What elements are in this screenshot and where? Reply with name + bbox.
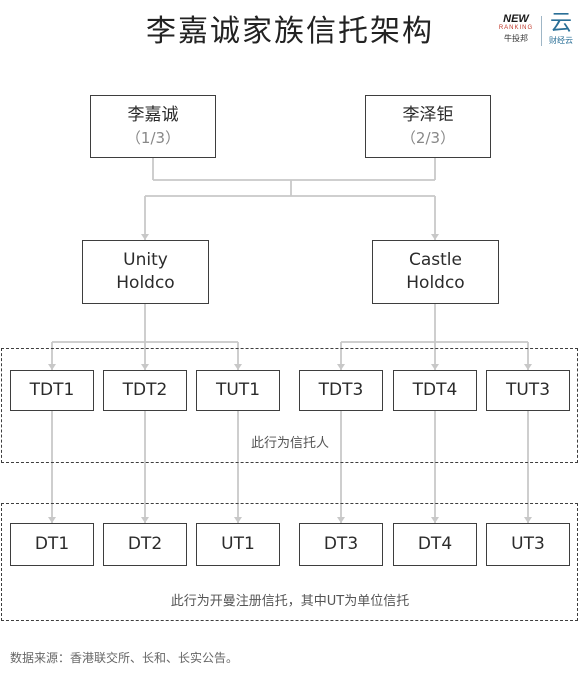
founder-name: 李嘉诚: [127, 104, 179, 125]
founder-box: 李嘉诚 （1/3）: [90, 95, 216, 158]
founder-connectors: [144, 158, 436, 240]
trustee-box: TDT1: [10, 370, 94, 411]
trustee-box: TUT3: [486, 370, 570, 411]
holdco-name-line1: Unity: [123, 250, 168, 270]
trust-connectors: [51, 411, 529, 523]
trust-box: DT3: [299, 523, 383, 566]
trust-box: DT1: [10, 523, 94, 566]
holdco-connectors: [51, 304, 529, 370]
arrowhead: [337, 517, 345, 523]
new-ranking-logo: NEW RANKING 牛投邦: [498, 13, 534, 44]
arrowhead: [234, 364, 242, 370]
arrowhead: [141, 364, 149, 370]
trust-box: DT4: [393, 523, 477, 566]
data-source-note: 数据来源：香港联交所、长和、长实公告。: [10, 651, 239, 665]
trust-caption: 此行为开曼注册信托，其中UT为单位信托: [170, 594, 410, 609]
arrowhead: [431, 517, 439, 523]
holdco-name-line2: Holdco: [406, 273, 465, 293]
arrowhead: [431, 234, 439, 240]
trust-box: UT3: [486, 523, 570, 566]
arrowhead: [524, 364, 532, 370]
founder-name: 李泽钜: [402, 104, 454, 125]
arrowhead: [48, 517, 56, 523]
arrowhead: [141, 517, 149, 523]
founder-share: （1/3）: [125, 128, 181, 147]
holdco-name-line2: Holdco: [116, 273, 175, 293]
arrowheads: [48, 234, 532, 523]
page-title: 李嘉诚家族信托架构: [146, 14, 434, 49]
holdco-box: Unity Holdco: [82, 240, 209, 304]
holdco-name-line1: Castle: [409, 250, 462, 270]
logo-divider: [541, 16, 542, 46]
arrowhead: [524, 517, 532, 523]
arrowhead: [431, 364, 439, 370]
founder-share: （2/3）: [400, 128, 456, 147]
trustee-box: TUT1: [196, 370, 280, 411]
holdco-box: Castle Holdco: [372, 240, 499, 304]
trustee-box: TDT2: [103, 370, 187, 411]
arrowhead: [234, 517, 242, 523]
trust-region: [1, 503, 578, 621]
trust-box: UT1: [196, 523, 280, 566]
trustee-caption: 此行为信托人: [250, 436, 329, 451]
arrowhead: [141, 234, 149, 240]
founder-box: 李泽钜 （2/3）: [365, 95, 491, 158]
trust-box: DT2: [103, 523, 187, 566]
arrowhead: [48, 364, 56, 370]
trustee-box: TDT3: [299, 370, 383, 411]
trustee-box: TDT4: [393, 370, 477, 411]
trustee-region: [1, 348, 578, 463]
caijingyun-logo: 云 财经云: [549, 11, 573, 46]
arrowhead: [337, 364, 345, 370]
